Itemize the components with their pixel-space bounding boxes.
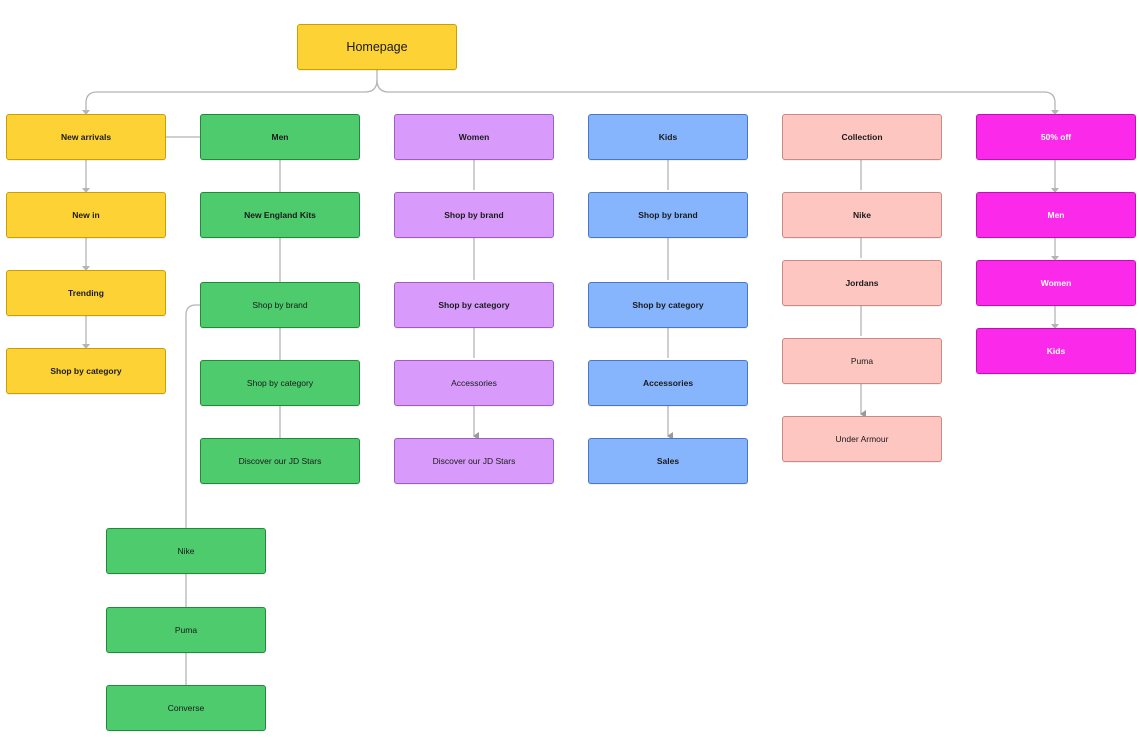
women-discover-jd-stars-label: Discover our JD Stars [432, 456, 516, 466]
collection-jordans-node[interactable]: Jordans [782, 260, 942, 306]
kids-sales-label: Sales [656, 456, 680, 466]
new-england-kits-label: New England Kits [244, 210, 316, 220]
men-shop-by-category-node[interactable]: Shop by category [200, 360, 360, 406]
new-in-node[interactable]: New in [6, 192, 166, 238]
off50-women-label: Women [1040, 278, 1072, 288]
collection-under-armour-label: Under Armour [835, 434, 889, 444]
men-brand-nike-label: Nike [177, 546, 195, 556]
kids-header-label: Kids [658, 132, 678, 142]
trending-node[interactable]: Trending [6, 270, 166, 316]
men-brand-nike-node[interactable]: Nike [106, 528, 266, 574]
collection-jordans-label: Jordans [845, 278, 879, 288]
kids-sales-node[interactable]: Sales [588, 438, 748, 484]
off50-women-node[interactable]: Women [976, 260, 1136, 306]
men-header[interactable]: Men [200, 114, 360, 160]
women-shop-by-brand-label: Shop by brand [444, 210, 504, 220]
kids-header[interactable]: Kids [588, 114, 748, 160]
new-in-label: New in [72, 210, 100, 220]
men-shop-by-brand-node[interactable]: Shop by brand [200, 282, 360, 328]
men-discover-jd-stars-label: Discover our JD Stars [238, 456, 322, 466]
homepage-label: Homepage [346, 40, 408, 54]
men-brand-puma-node[interactable]: Puma [106, 607, 266, 653]
new-england-kits-node[interactable]: New England Kits [200, 192, 360, 238]
trending-label: Trending [68, 288, 104, 298]
men-header-label: Men [271, 132, 289, 142]
new-arrivals-shop-by-category-node[interactable]: Shop by category [6, 348, 166, 394]
women-header-label: Women [458, 132, 490, 142]
women-header[interactable]: Women [394, 114, 554, 160]
men-brand-converse-label: Converse [167, 703, 205, 713]
women-shop-by-category-node[interactable]: Shop by category [394, 282, 554, 328]
kids-accessories-label: Accessories [642, 378, 694, 388]
men-brand-branch [185, 304, 201, 528]
collection-header-label: Collection [841, 132, 883, 142]
root-connector-right [376, 79, 1056, 114]
off50-men-node[interactable]: Men [976, 192, 1136, 238]
men-discover-jd-stars-node[interactable]: Discover our JD Stars [200, 438, 360, 484]
men-shop-by-category-label: Shop by category [246, 378, 314, 388]
kids-accessories-node[interactable]: Accessories [588, 360, 748, 406]
collection-puma-label: Puma [850, 356, 874, 366]
women-shop-by-category-label: Shop by category [438, 300, 510, 310]
women-shop-by-brand-node[interactable]: Shop by brand [394, 192, 554, 238]
men-brand-puma-label: Puma [174, 625, 198, 635]
kids-shop-by-category-node[interactable]: Shop by category [588, 282, 748, 328]
women-accessories-node[interactable]: Accessories [394, 360, 554, 406]
root-connector [85, 70, 378, 114]
homepage-node[interactable]: Homepage [297, 24, 457, 70]
women-discover-jd-stars-node[interactable]: Discover our JD Stars [394, 438, 554, 484]
kids-shop-by-brand-label: Shop by brand [638, 210, 698, 220]
kids-shop-by-brand-node[interactable]: Shop by brand [588, 192, 748, 238]
off50-kids-node[interactable]: Kids [976, 328, 1136, 374]
men-shop-by-brand-label: Shop by brand [252, 300, 308, 310]
off50-header-label: 50% off [1040, 132, 1072, 142]
collection-puma-node[interactable]: Puma [782, 338, 942, 384]
new-arrivals-header[interactable]: New arrivals [6, 114, 166, 160]
men-brand-converse-node[interactable]: Converse [106, 685, 266, 731]
off50-header[interactable]: 50% off [976, 114, 1136, 160]
women-accessories-label: Accessories [451, 378, 497, 388]
kids-shop-by-category-label: Shop by category [632, 300, 704, 310]
off50-men-label: Men [1047, 210, 1065, 220]
collection-nike-node[interactable]: Nike [782, 192, 942, 238]
collection-under-armour-node[interactable]: Under Armour [782, 416, 942, 462]
new-arrivals-shop-by-category-label: Shop by category [50, 366, 122, 376]
collection-header[interactable]: Collection [782, 114, 942, 160]
collection-nike-label: Nike [853, 210, 871, 220]
off50-kids-label: Kids [1046, 346, 1066, 356]
new-arrivals-header-label: New arrivals [60, 132, 112, 142]
